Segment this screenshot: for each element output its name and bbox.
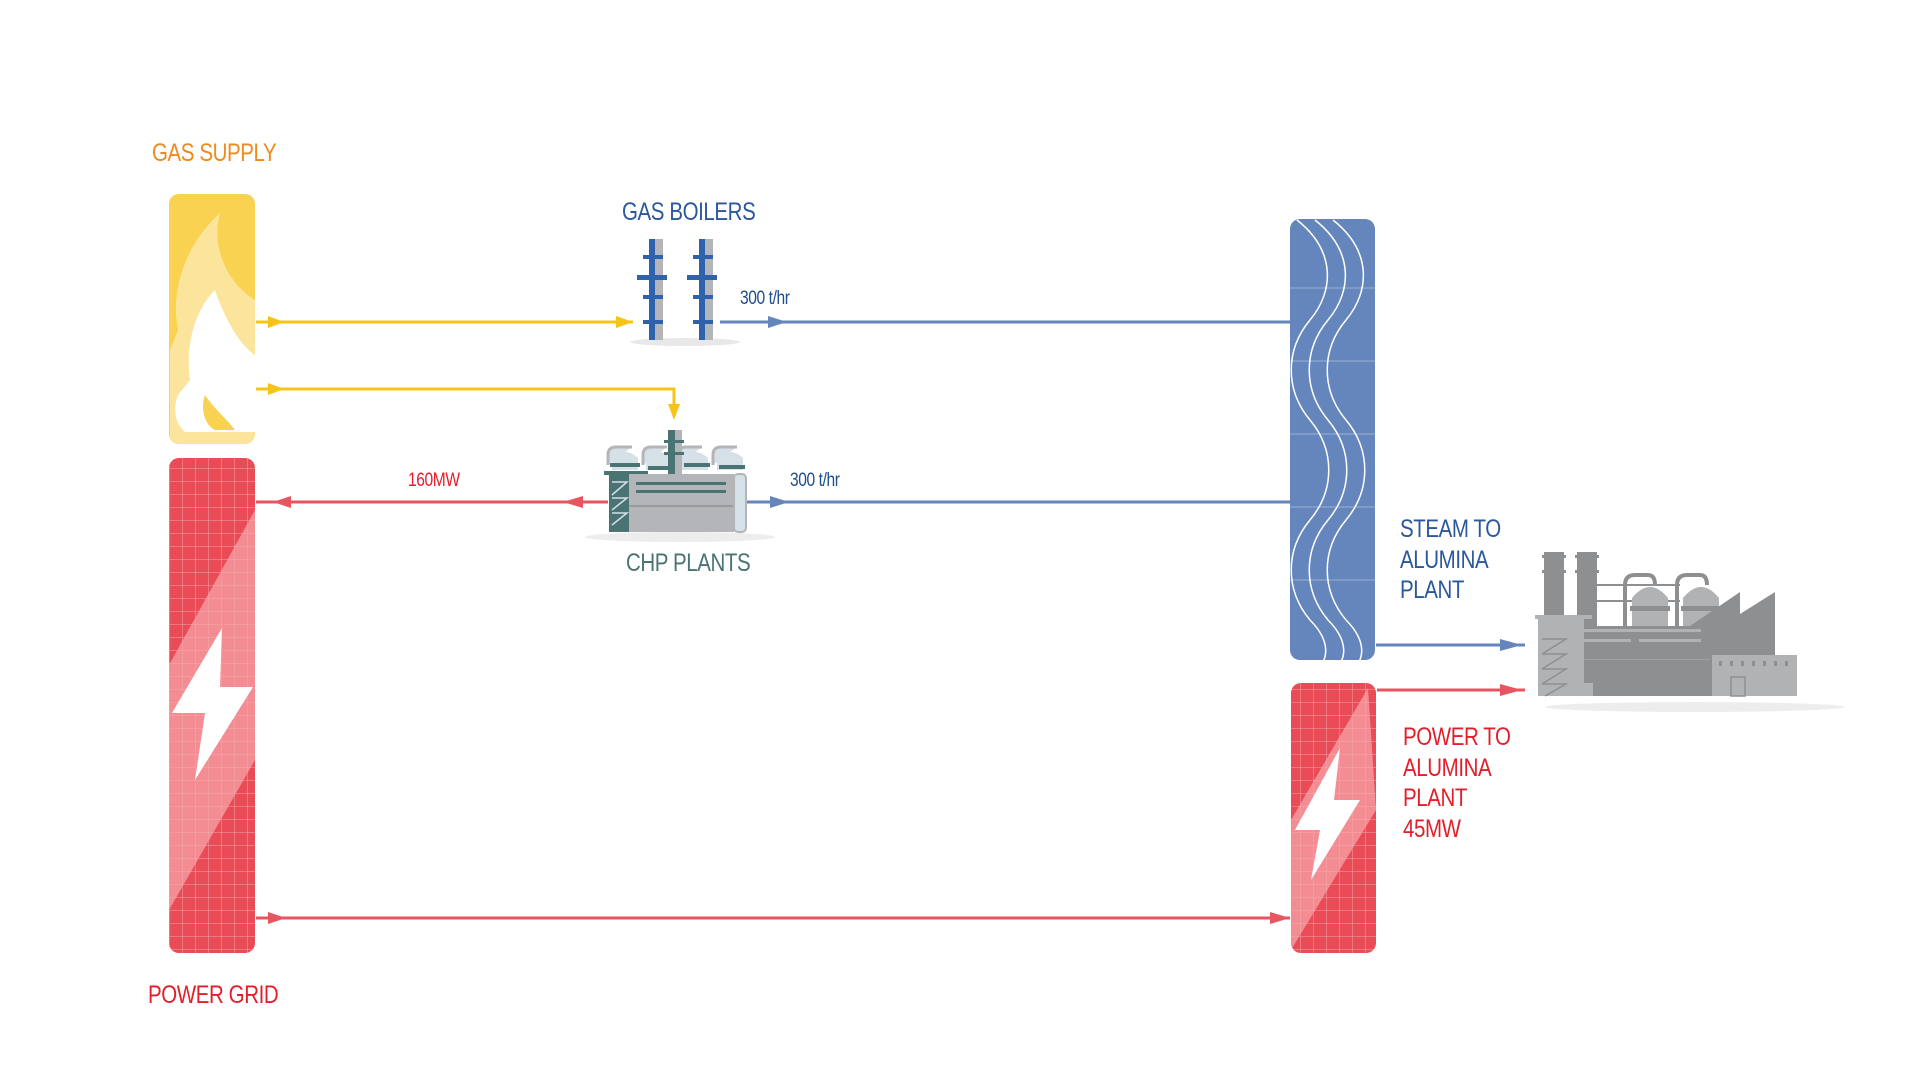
chp-power-output-label: 160MW [408, 470, 460, 491]
flow-chp-to-grid [256, 496, 608, 508]
steam-header-block [1290, 219, 1375, 660]
chp-plants-label: CHP PLANTS [626, 549, 751, 577]
chp-steam-rate-label: 300 t/hr [790, 470, 840, 491]
boiler-chimneys-icon [630, 239, 740, 346]
boiler-steam-rate-label: 300 t/hr [740, 288, 790, 309]
gas-boilers-label: GAS BOILERS [622, 198, 756, 226]
power-to-plant-label: POWER TO ALUMINA PLANT 45MW [1403, 723, 1511, 843]
flame-icon [170, 213, 255, 444]
chp-plant-icon [585, 430, 775, 542]
flow-boilers-to-steam [720, 316, 1290, 328]
flow-gas-to-boilers [256, 316, 633, 328]
flow-power-to-plant [1377, 684, 1525, 696]
gas-supply-block [169, 194, 255, 444]
flow-steam-to-plant [1376, 639, 1525, 651]
flow-grid-to-power-header [256, 912, 1290, 924]
factory-icon [1535, 552, 1845, 712]
power-grid-block [169, 458, 255, 953]
steam-to-plant-label: STEAM TO ALUMINA PLANT [1400, 515, 1501, 604]
steam-waves-icon [1290, 219, 1375, 660]
gas-supply-label: GAS SUPPLY [152, 139, 277, 167]
flow-chp-to-steam [745, 496, 1290, 508]
power-grid-label: POWER GRID [148, 981, 279, 1009]
power-header-block [1291, 683, 1376, 953]
flow-gas-to-chp [256, 383, 680, 420]
